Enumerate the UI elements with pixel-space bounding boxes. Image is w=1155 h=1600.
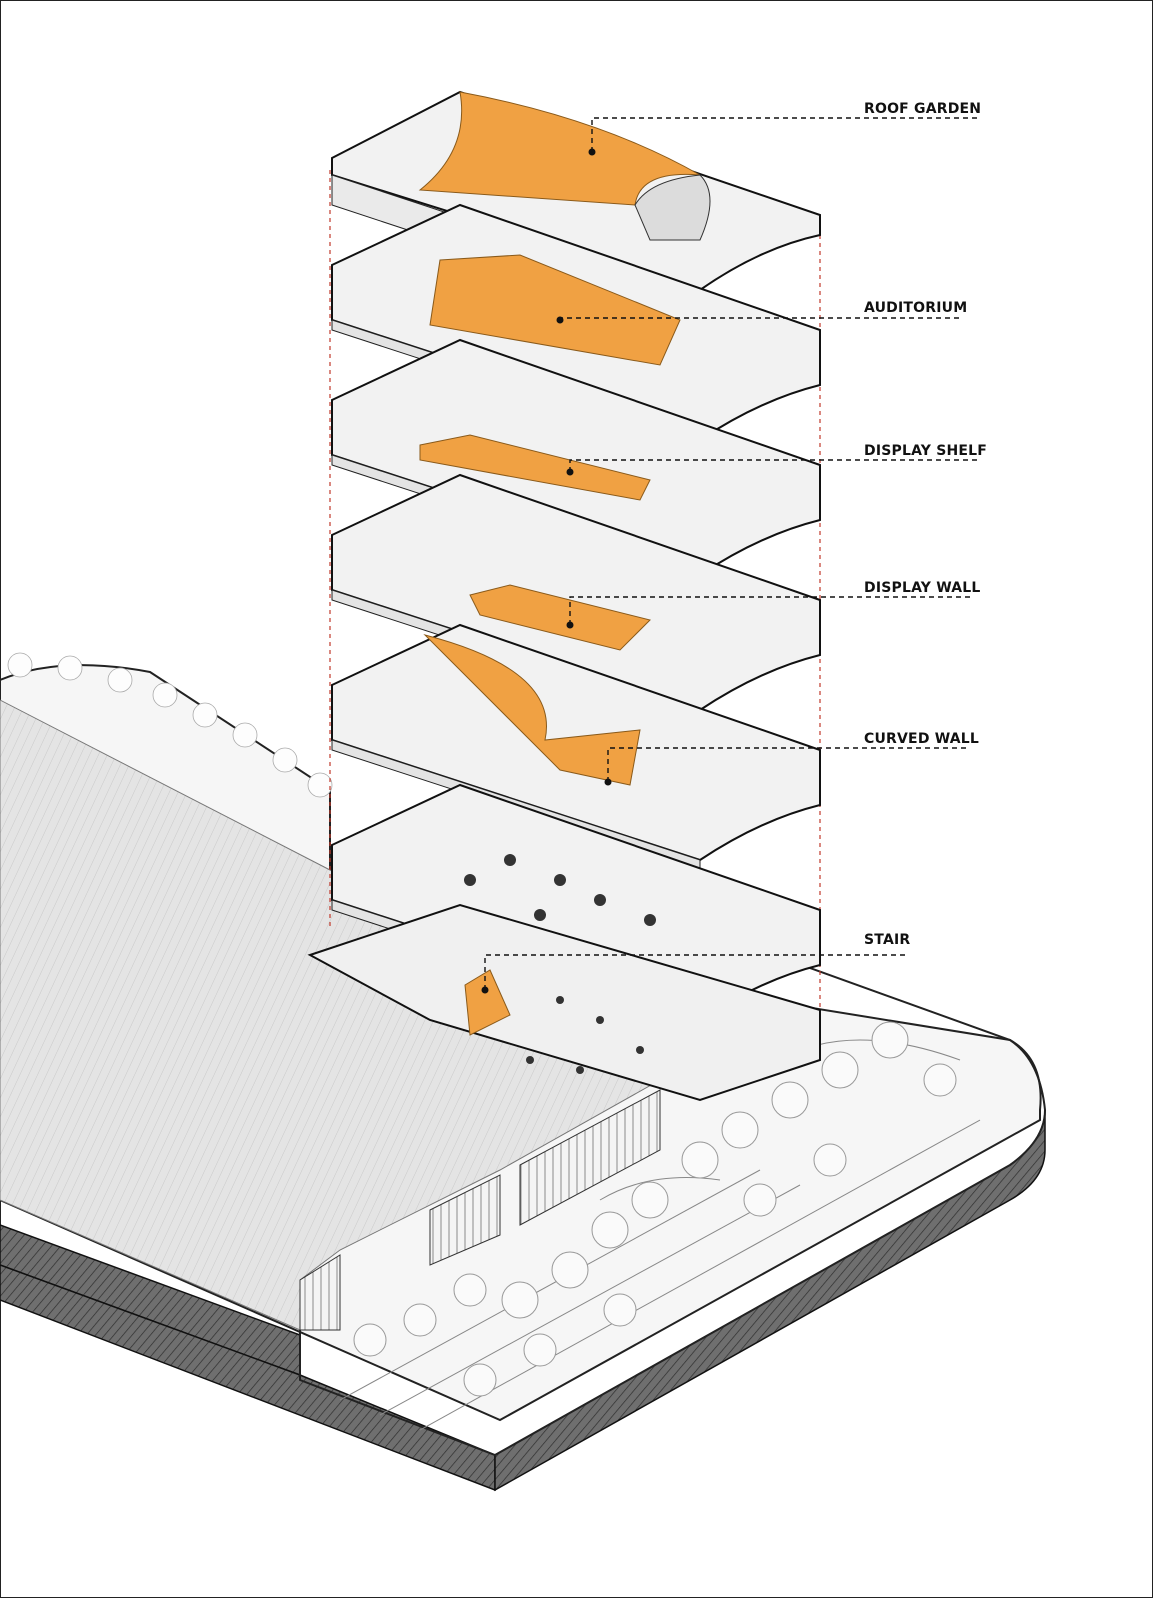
floor-ground <box>307 903 821 1102</box>
label-curved-wall: CURVED WALL <box>864 731 980 747</box>
label-stair: STAIR <box>864 932 911 948</box>
site-base <box>0 652 1047 1492</box>
label-display-shelf: DISPLAY SHELF <box>864 443 988 459</box>
floor-plates <box>307 90 821 1102</box>
label-roof-garden: ROOF GARDEN <box>864 101 982 117</box>
label-display-wall: DISPLAY WALL <box>864 580 981 596</box>
leader-dots <box>481 148 612 994</box>
label-auditorium: AUDITORIUM <box>864 300 968 316</box>
